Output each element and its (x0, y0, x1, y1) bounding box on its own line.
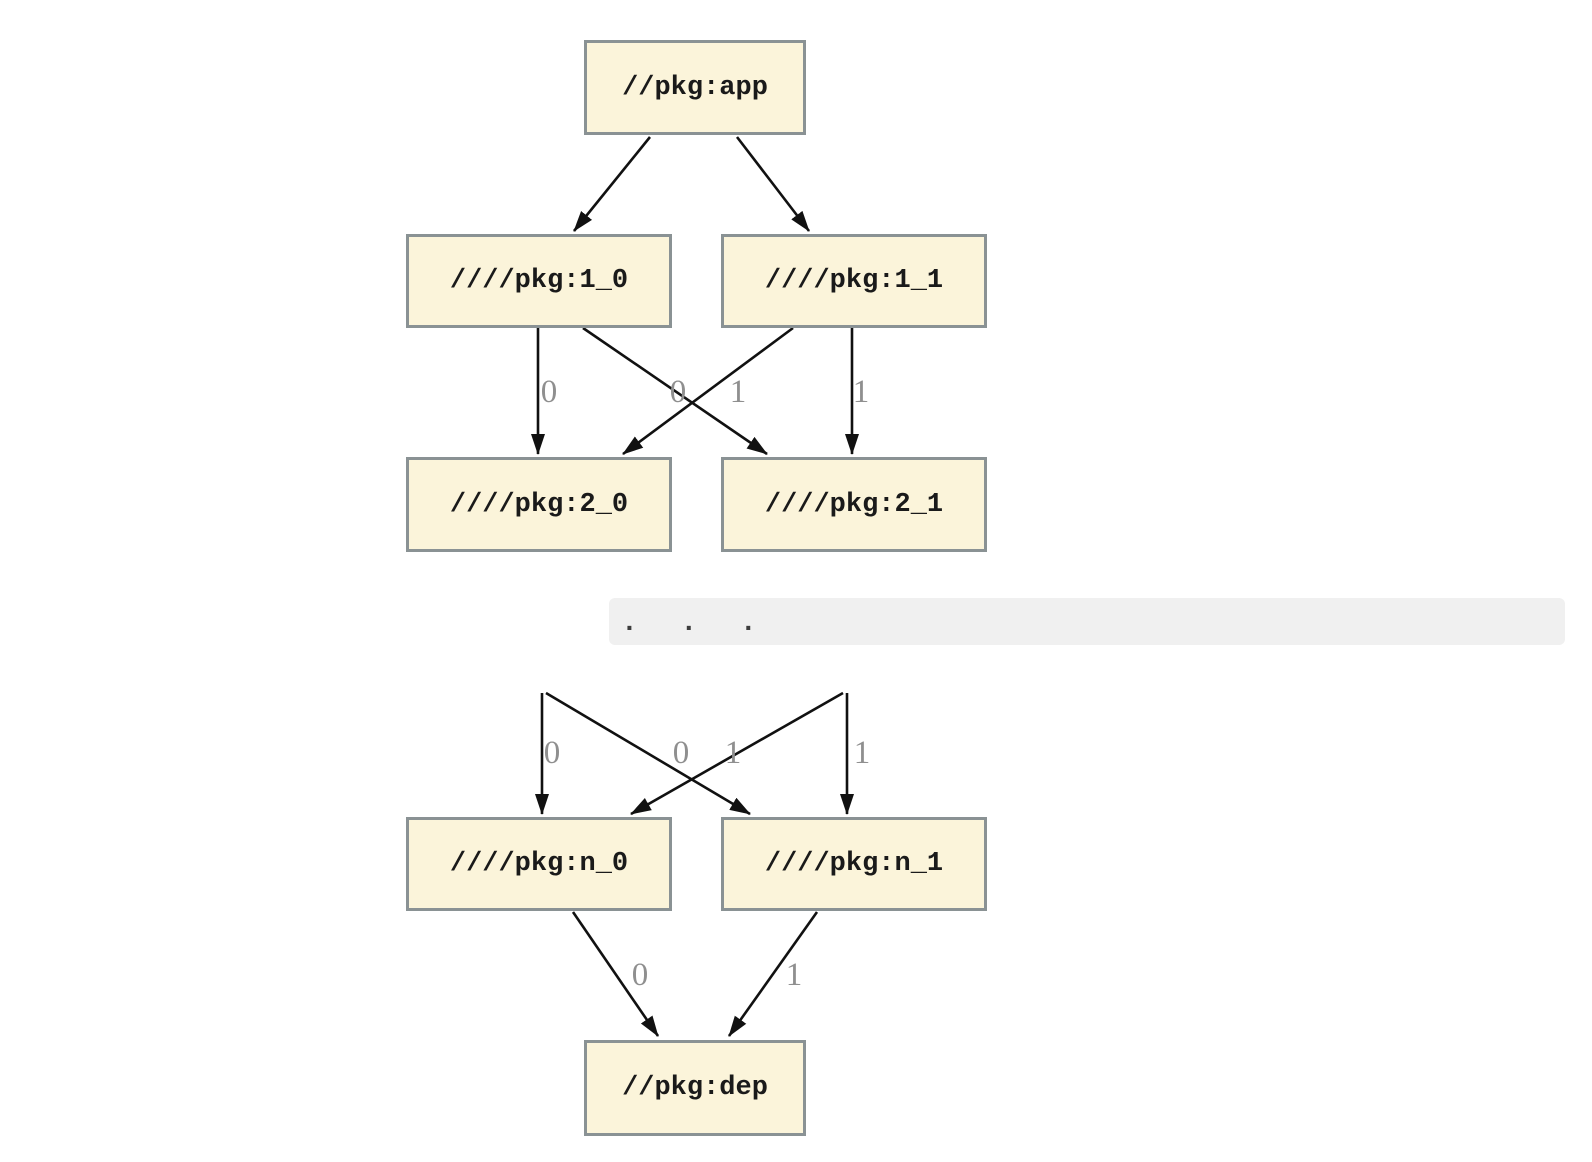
graph-node-pkg1_1: ////pkg:1_1 (721, 234, 987, 328)
graph-node-pkgn_0: ////pkg:n_0 (406, 817, 672, 911)
edge-pkgn_1-to-dep (727, 911, 819, 1037)
edge-label-pkgn_0-to-dep: 0 (632, 957, 649, 993)
graph-node-label: ////pkg:1_1 (764, 266, 944, 296)
edge-lines (531, 136, 859, 1037)
graph-node-dep: //pkg:dep (584, 1040, 806, 1136)
graph-node-pkg2_0: ////pkg:2_0 (406, 457, 672, 552)
edge-pkgn_0-to-dep (571, 911, 660, 1037)
graph-node-label: //pkg:app (622, 72, 768, 103)
edge-prev_0-to-pkgn_1 (545, 691, 751, 816)
edge-pkg1_0-to-pkg2_1 (582, 326, 768, 456)
edge-prev_1-to-pkgn_0 (630, 691, 844, 816)
edge-label-prev_1-to-pkgn_1: 1 (854, 735, 871, 771)
edge-label-prev_0-to-pkgn_1: 0 (673, 735, 690, 771)
edge-label-pkg1_1-to-pkg2_1: 1 (853, 374, 870, 410)
graph-node-label: ////pkg:1_0 (449, 266, 629, 296)
graph-node-pkg1_0: ////pkg:1_0 (406, 234, 672, 328)
graph-node-label: ////pkg:n_1 (764, 849, 944, 879)
edge-label-pkg1_0-to-pkg2_0: 0 (541, 374, 558, 410)
edge-app-to-pkg1_1 (735, 136, 811, 232)
graph-node-label: //pkg:dep (622, 1073, 768, 1103)
edge-label-pkg1_1-to-pkg2_0: 1 (730, 374, 747, 410)
graph-node-label: ////pkg:2_0 (449, 489, 629, 520)
graph-node-label: ////pkg:n_0 (449, 849, 629, 879)
graph-node-label: ////pkg:2_1 (764, 489, 944, 520)
edge-label-prev_0-to-pkgn_0: 0 (544, 735, 561, 771)
graph-node-pkgn_1: ////pkg:n_1 (721, 817, 987, 911)
graph-node-app: //pkg:app (584, 40, 806, 135)
edge-label-prev_1-to-pkgn_0: 1 (725, 735, 742, 771)
graph-node-pkg2_1: ////pkg:2_1 (721, 457, 987, 552)
edge-app-to-pkg1_0 (572, 136, 652, 232)
edge-label-pkgn_1-to-dep: 1 (786, 957, 803, 993)
ellipsis-bar: . . . (609, 598, 1565, 645)
edge-label-pkg1_0-to-pkg2_1: 0 (670, 374, 687, 410)
ellipsis-text: . . . (621, 608, 760, 639)
edge-pkg1_1-to-pkg2_0 (622, 326, 794, 456)
